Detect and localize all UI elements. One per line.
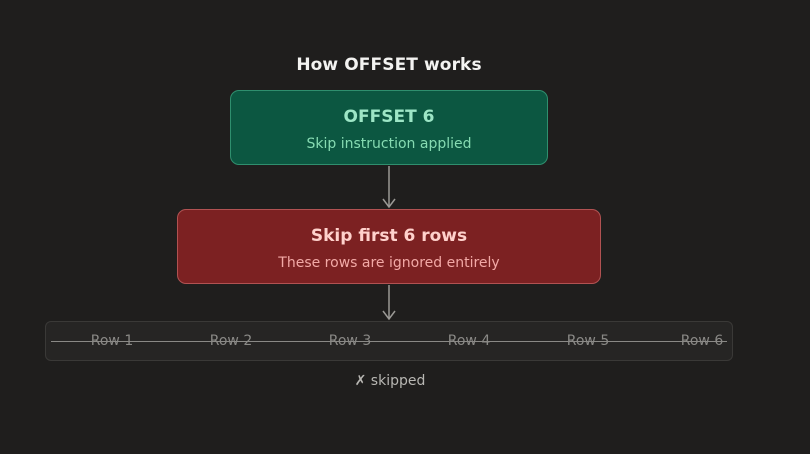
skip-box-title: Skip first 6 rows — [310, 226, 468, 246]
strikethrough-line — [51, 341, 727, 342]
skipped-label: ✗ skipped — [354, 373, 426, 389]
offset-box-subtitle: Skip instruction applied — [306, 136, 472, 152]
diagram-title: How OFFSET works — [296, 55, 482, 75]
skip-box: Skip first 6 rows These rows are ignored… — [177, 209, 601, 284]
skip-box-subtitle: These rows are ignored entirely — [278, 255, 500, 271]
rows-strip: Row 1 Row 2 Row 3 Row 4 Row 5 Row 6 — [45, 321, 733, 361]
offset-box: OFFSET 6 Skip instruction applied — [230, 90, 548, 165]
offset-box-title: OFFSET 6 — [343, 107, 435, 127]
arrow-offset-to-skip — [382, 166, 396, 209]
arrow-skip-to-rows — [382, 285, 396, 321]
